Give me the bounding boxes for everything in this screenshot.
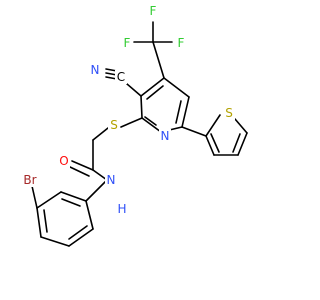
atom-cyano-carbon: C — [115, 70, 127, 84]
bond-ph-6 — [60, 191, 87, 202]
bond-c3-c4 — [140, 77, 165, 97]
bond-ph-1 — [85, 200, 94, 230]
atom-amide-hydrogen: H — [116, 202, 128, 216]
atom-amide-nitrogen: N — [105, 173, 117, 187]
atom-label-n-cyano: N — [91, 63, 100, 77]
atom-label-s-thiophene: S — [225, 106, 233, 120]
bond-ph-6-double — [61, 198, 81, 207]
bond-ph-4-double — [43, 209, 48, 233]
atom-carbonyl-oxygen: O — [58, 154, 70, 168]
bond-c2-s — [120, 117, 143, 128]
bond-n1-c2 — [141, 117, 162, 133]
bonds — [31, 21, 248, 247]
atom-labels: F F F N C S N S — [19, 4, 235, 216]
bond-c5-c6 — [181, 96, 190, 128]
bond-thio-1-double — [210, 133, 220, 153]
atom-thiophene-sulfur: S — [223, 106, 235, 120]
atom-label-br: Br — [23, 173, 36, 187]
bond-thio-4 — [234, 118, 248, 134]
bond-c5-c6-double — [175, 100, 182, 124]
atom-label-o: O — [59, 154, 68, 168]
atom-fluorine-2: F — [147, 4, 159, 18]
bond-ph-2-double — [68, 225, 88, 240]
atom-bromine: Br — [19, 173, 41, 187]
atom-label-h-amide: H — [117, 202, 126, 216]
atom-label-n-amide: N — [107, 173, 116, 187]
bond-cco-n — [92, 169, 108, 181]
bond-c4-c5 — [163, 77, 190, 98]
bond-ph-4 — [36, 207, 42, 238]
atom-label-f2: F — [150, 4, 157, 18]
atom-label-c-cyano: C — [117, 70, 125, 84]
atom-pyridine-nitrogen: N — [159, 129, 171, 143]
bond-cf3-c4 — [152, 41, 165, 79]
bond-cco-o-double — [69, 166, 90, 177]
bond-n1-c2-double — [144, 116, 157, 126]
bond-ph-3 — [40, 236, 70, 247]
bond-ph-2 — [68, 228, 94, 247]
bond-c2-c3 — [140, 95, 143, 119]
bond-s-ch2 — [92, 127, 109, 141]
bond-cco-o — [71, 160, 94, 171]
bond-ph-5 — [36, 191, 62, 209]
bond-c6-thio — [181, 126, 207, 137]
bond-c3-cnitrile — [126, 83, 142, 97]
bond-c3-c4-double — [146, 85, 164, 100]
atom-label-s-thioether: S — [110, 118, 118, 132]
bond-thio-3 — [237, 132, 248, 156]
atom-label-n-pyridine: N — [161, 129, 170, 143]
molecule-structure-diagram: F F F N C S N S — [19, 4, 248, 247]
atom-fluorine-1: F — [175, 36, 187, 50]
atom-thioether-sulfur: S — [108, 118, 120, 132]
bond-thio-3-double — [232, 133, 241, 153]
atom-cyano-nitrogen: N — [89, 63, 101, 77]
atom-label-f3: F — [124, 36, 131, 50]
atom-fluorine-3: F — [121, 36, 133, 50]
bond-thio-5 — [205, 114, 221, 137]
bond-c-br — [31, 185, 38, 209]
bond-n-cipso — [85, 179, 108, 202]
bond-thio-1 — [205, 135, 215, 156]
atom-label-f1: F — [178, 36, 185, 50]
